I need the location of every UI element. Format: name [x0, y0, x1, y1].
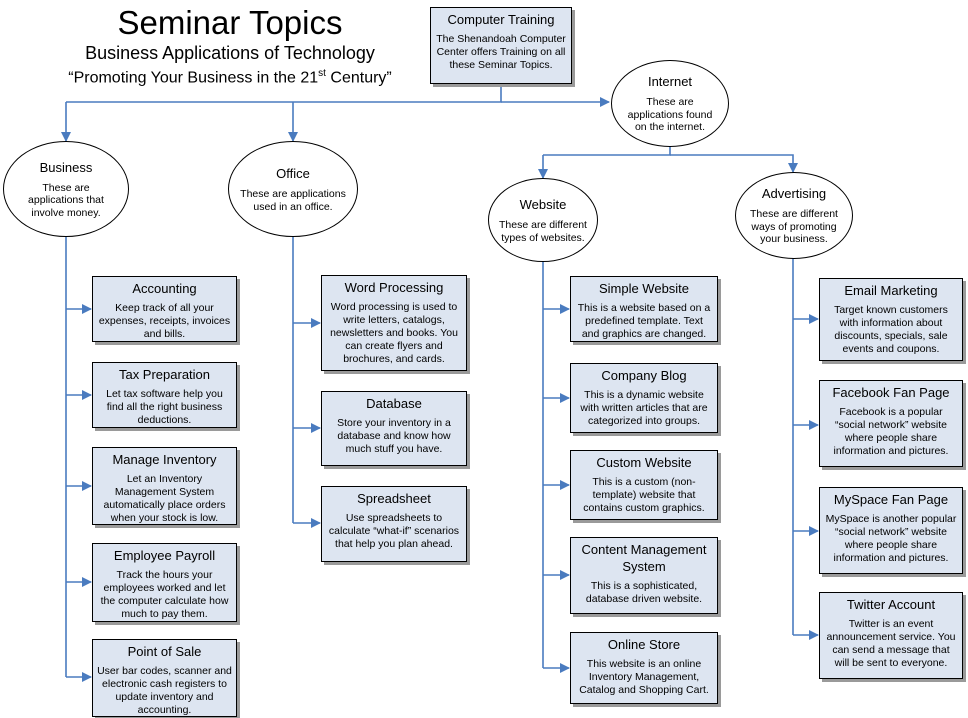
- website-oval: Website These are different types of web…: [488, 178, 598, 262]
- point-of-sale-box: Point of Sale User bar codes, scanner an…: [92, 639, 237, 717]
- node-title: Custom Website: [596, 455, 692, 470]
- node-title: Twitter Account: [846, 597, 936, 612]
- advertising-oval: Advertising These are different ways of …: [735, 172, 853, 259]
- tagline-text-end: Century”: [325, 69, 392, 87]
- node-description: Target known customers with information …: [834, 304, 948, 355]
- node-title: Word Processing: [344, 280, 444, 295]
- node-title: Accounting: [132, 281, 197, 296]
- node-description: These are different ways of promoting yo…: [750, 208, 838, 246]
- node-title: Tax Preparation: [118, 367, 211, 382]
- node-title: Employee Payroll: [113, 548, 216, 563]
- manage-inventory-box: Manage Inventory Let an Inventory Manage…: [92, 447, 237, 525]
- node-title: Website: [519, 197, 567, 212]
- tagline-superscript: st: [318, 68, 326, 79]
- node-description: Let an Inventory Management System autom…: [103, 473, 226, 524]
- node-description: These are different types of websites.: [499, 219, 587, 244]
- employee-payroll-box: Employee Payroll Track the hours your em…: [92, 543, 237, 622]
- node-title: Manage Inventory: [112, 452, 217, 467]
- node-description: User bar codes, scanner and electronic c…: [97, 665, 232, 716]
- node-title: Computer Training: [447, 12, 555, 27]
- simple-website-box: Simple Website This is a website based o…: [570, 276, 718, 342]
- tax-preparation-box: Tax Preparation Let tax software help yo…: [92, 362, 237, 428]
- cms-box: Content Management System This is a soph…: [570, 537, 718, 614]
- node-title: Content Management System: [581, 542, 707, 574]
- node-title: Internet: [647, 74, 693, 90]
- online-store-box: Online Store This website is an online I…: [570, 632, 718, 704]
- page-tagline: “Promoting Your Business in the 21st Cen…: [40, 64, 420, 88]
- node-title: Online Store: [607, 637, 681, 652]
- node-description: This is a custom (non-template) website …: [583, 476, 705, 514]
- email-marketing-box: Email Marketing Target known customers w…: [819, 278, 963, 361]
- node-description: These are applications used in an office…: [240, 188, 346, 213]
- node-description: The Shenandoah Computer Center offers Tr…: [436, 33, 566, 71]
- node-description: This website is an online Inventory Mana…: [579, 658, 709, 696]
- node-description: Word processing is used to write letters…: [330, 301, 458, 365]
- node-description: This is a sophisticated, database driven…: [585, 580, 703, 605]
- node-title: Company Blog: [601, 368, 687, 383]
- node-description: MySpace is another popular “social netwo…: [825, 513, 957, 564]
- node-description: Use spreadsheets to calculate “what-if” …: [328, 512, 460, 550]
- page-subtitle: Business Applications of Technology: [85, 43, 375, 63]
- office-oval: Office These are applications used in an…: [228, 141, 358, 237]
- business-oval: Business These are applications that inv…: [3, 141, 129, 237]
- node-description: Track the hours your employees worked an…: [100, 569, 229, 620]
- spreadsheet-box: Spreadsheet Use spreadsheets to calculat…: [321, 486, 467, 562]
- node-description: Keep track of all your expenses, receipt…: [98, 302, 231, 340]
- node-title: Simple Website: [598, 281, 690, 296]
- tagline-text: “Promoting Your Business in the 21: [68, 69, 319, 87]
- node-description: These are applications found on the inte…: [627, 96, 713, 134]
- computer-training-box: Computer Training The Shenandoah Compute…: [430, 7, 572, 84]
- title-block: Seminar Topics Business Applications of …: [40, 4, 420, 88]
- node-description: Facebook is a popular “social network” w…: [833, 406, 949, 457]
- node-description: Store your inventory in a database and k…: [337, 417, 451, 455]
- myspace-fan-page-box: MySpace Fan Page MySpace is another popu…: [819, 487, 963, 574]
- node-title: Point of Sale: [127, 644, 202, 659]
- facebook-fan-page-box: Facebook Fan Page Facebook is a popular …: [819, 380, 963, 467]
- word-processing-box: Word Processing Word processing is used …: [321, 275, 467, 371]
- twitter-account-box: Twitter Account Twitter is an event anno…: [819, 592, 963, 679]
- database-box: Database Store your inventory in a datab…: [321, 391, 467, 466]
- node-description: These are applications that involve mone…: [28, 181, 104, 219]
- company-blog-box: Company Blog This is a dynamic website w…: [570, 363, 718, 433]
- accounting-box: Accounting Keep track of all your expens…: [92, 276, 237, 342]
- internet-oval: Internet These are applications found on…: [611, 60, 729, 147]
- custom-website-box: Custom Website This is a custom (non-tem…: [570, 450, 718, 520]
- node-title: Email Marketing: [844, 283, 938, 298]
- page-title: Seminar Topics: [117, 4, 343, 41]
- node-title: Business: [39, 159, 93, 175]
- node-title: Spreadsheet: [357, 491, 431, 506]
- node-description: This is a website based on a predefined …: [577, 302, 711, 340]
- node-title: Database: [366, 396, 422, 411]
- node-title: Facebook Fan Page: [832, 385, 950, 400]
- node-title: Office: [276, 166, 310, 181]
- node-description: This is a dynamic website with written a…: [580, 389, 708, 427]
- node-title: MySpace Fan Page: [833, 492, 949, 507]
- node-description: Twitter is an event announcement service…: [826, 618, 956, 669]
- node-title: Advertising: [761, 186, 827, 202]
- node-description: Let tax software help you find all the r…: [106, 388, 223, 426]
